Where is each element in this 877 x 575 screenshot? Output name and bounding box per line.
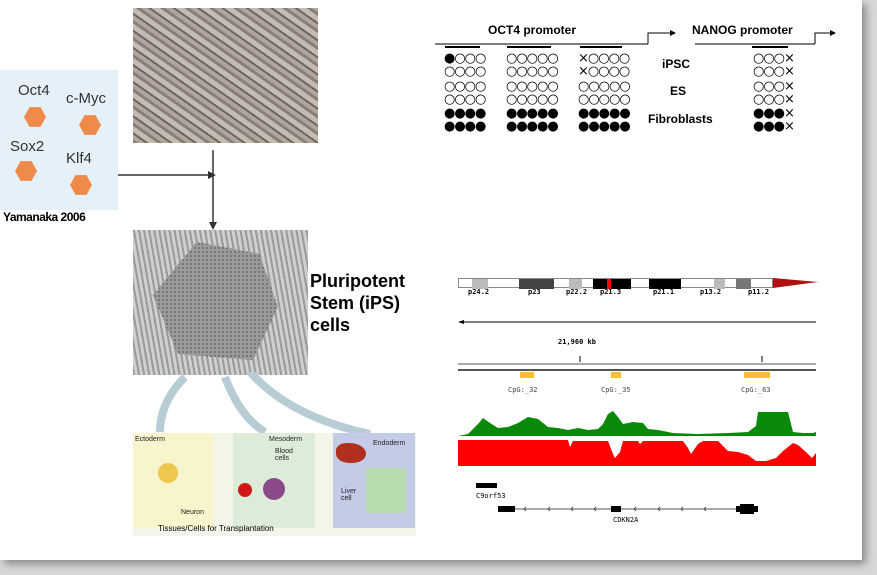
nanog-title: NANOG promoter	[692, 23, 793, 37]
band-label: p21.1	[653, 288, 675, 296]
gene-label-cdkn2a: CDKN2A	[613, 516, 639, 524]
methylation-pattern: ●●●●●	[578, 106, 631, 121]
band-label: p11.2	[748, 288, 770, 296]
position-label: 21,960 kb	[558, 338, 596, 346]
protein-icon	[15, 161, 37, 181]
citation: Yamanaka 2006	[3, 210, 86, 224]
signal-track-green	[458, 411, 816, 436]
methylation-pattern: ●●●●	[444, 119, 486, 134]
ips-line: Stem (iPS)	[310, 293, 401, 313]
blood-cell-icon	[263, 478, 285, 500]
band-label: p21.3	[600, 288, 622, 296]
gene-c9orf53	[476, 483, 497, 488]
blood-cell-icon	[238, 483, 252, 497]
neuron-label: Neuron	[181, 509, 204, 516]
gene-cdkn2a	[498, 504, 758, 514]
cpg-island	[611, 372, 621, 378]
cpg-label: CpG:_35	[601, 386, 631, 394]
protein-icon	[24, 107, 46, 127]
methylation-pattern: ○○○○○	[506, 79, 559, 94]
cpg-label: CpG:_32	[508, 386, 538, 394]
nanog-methylation-pattern: ○○○×	[753, 64, 795, 79]
liver-cell-icon	[366, 468, 406, 513]
band-label: p13.2	[700, 288, 722, 296]
methylation-pattern: ○○○○○	[506, 51, 559, 66]
methylation-pattern: ×○○○○	[578, 64, 630, 79]
promoter-lines	[435, 30, 836, 48]
genome-browser: p24.2 p23 p22.2 p21.3 p21.1 p13.2 p11.2 …	[458, 278, 818, 528]
factor-klf4: Klf4	[66, 150, 92, 167]
tissues-caption: Tissues/Cells for Transplantation	[158, 524, 274, 533]
factor-sox2: Sox2	[10, 138, 45, 155]
methylation-pattern: ●●●●●	[506, 106, 559, 121]
nanog-methylation-pattern: ●●●×	[753, 106, 795, 121]
oct4-title: OCT4 promoter	[488, 23, 577, 37]
slide: Oct4 c-Myc Sox2 Klf4 Yamanaka 2006 Pluri…	[0, 0, 862, 560]
mesoderm-label: Mesoderm	[269, 436, 303, 443]
factor-oct4: Oct4	[18, 82, 50, 99]
tissues-panel: Ectoderm Neuron Mesoderm Blood cells End…	[133, 433, 416, 536]
centromere	[773, 278, 818, 288]
reprogramming-factors-panel: Oct4 c-Myc Sox2 Klf4	[0, 70, 118, 210]
ips-label: Pluripotent Stem (iPS) cells	[310, 270, 405, 336]
band-label: p22.2	[566, 288, 588, 296]
ectoderm-label: Ectoderm	[135, 436, 165, 443]
row-label-es: ES	[670, 84, 687, 98]
endoderm-label: Endoderm	[373, 440, 406, 447]
nanog-methylation-pattern: ○○○×	[753, 92, 795, 107]
liver-cell-label: Liver cell	[341, 488, 357, 502]
methylation-pattern: ○○○○○	[506, 92, 559, 107]
signal-tracks	[458, 411, 816, 466]
methylation-pattern: ○○○○	[444, 79, 486, 94]
methylation-diagram: OCT4 promoter NANOG promoter ●○○○○○○○○×○…	[430, 15, 840, 140]
band-label: p23	[528, 288, 541, 296]
nanog-methylation-pattern: ●●●×	[753, 119, 795, 134]
methylation-pattern: ○○○○	[444, 92, 486, 107]
cpg-island	[744, 372, 770, 378]
methylation-pattern: ○○○○	[444, 64, 486, 79]
methylation-pattern: ○○○○○	[578, 92, 631, 107]
ips-line: Pluripotent	[310, 271, 405, 291]
arrows	[118, 150, 217, 230]
cpg-island	[520, 372, 534, 378]
methylation-pattern: ○○○○○	[506, 64, 559, 79]
signal-track-red	[458, 440, 816, 466]
band-label: p24.2	[468, 288, 490, 296]
row-label-ipsc: iPSC	[662, 57, 691, 71]
nanog-methylation-pattern: ○○○×	[753, 79, 795, 94]
liver-icon	[336, 443, 366, 463]
methylation-pattern: ●●●●●	[578, 119, 631, 134]
neuron-icon	[158, 463, 178, 483]
methylation-pattern: ●●●●	[444, 106, 486, 121]
methylation-pattern: ○○○○○	[578, 79, 631, 94]
methylation-pattern: ●○○○	[444, 51, 486, 66]
row-label-fibroblasts: Fibroblasts	[648, 112, 713, 126]
cpg-label: CpG:_63	[741, 386, 771, 394]
fibroblast-photo	[133, 8, 318, 143]
protein-icon	[79, 115, 101, 135]
factor-cmyc: c-Myc	[66, 90, 106, 107]
nanog-methylation-pattern: ○○○×	[753, 51, 795, 66]
methylation-pattern: ●●●●●	[506, 119, 559, 134]
differentiation-arrows	[156, 372, 371, 438]
methylation-pattern: ×○○○○	[578, 51, 630, 66]
ips-colony-photo	[133, 230, 308, 375]
ruler	[458, 320, 816, 371]
gene-label-c9orf53: C9orf53	[476, 492, 506, 500]
chromosome-ideogram	[458, 278, 773, 289]
blood-cells-label: Blood cells	[275, 448, 293, 462]
ips-line: cells	[310, 315, 351, 335]
protein-icon	[70, 175, 92, 195]
